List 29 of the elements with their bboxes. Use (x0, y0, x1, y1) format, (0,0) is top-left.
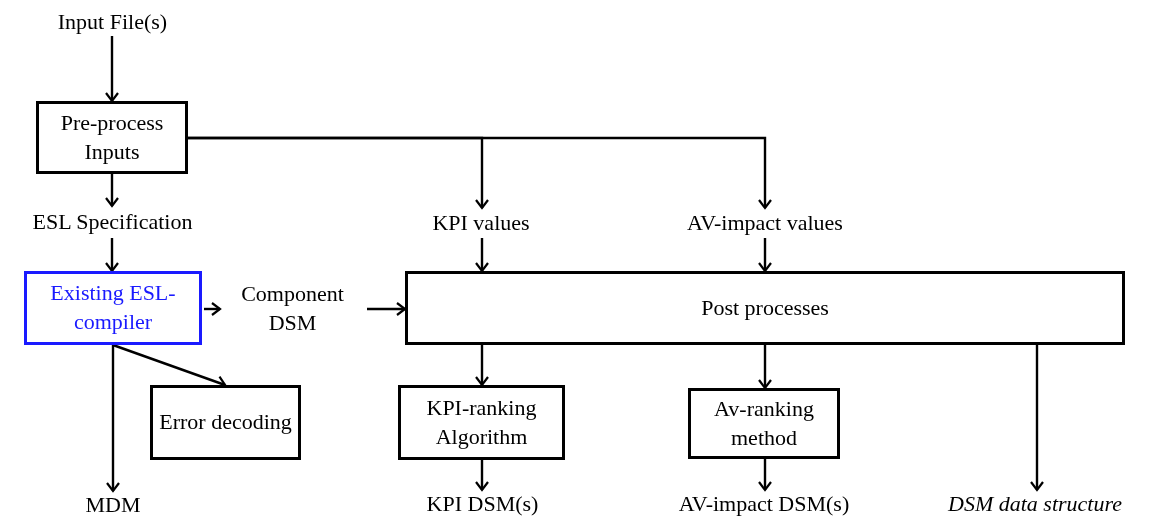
arrow (104, 174, 120, 208)
arrow (757, 459, 773, 492)
text-label: Component DSM (220, 278, 365, 340)
process-box: KPI-ranking Algorithm (398, 385, 565, 460)
arrow (757, 345, 773, 390)
text-label: MDM (70, 491, 156, 519)
text-label: KPI values (410, 208, 552, 238)
text-label: DSM data structure (915, 490, 1155, 518)
text-label: Input File(s) (30, 8, 195, 36)
arrow (474, 345, 490, 387)
arrow (757, 238, 773, 273)
text-label: AV-impact values (655, 208, 875, 238)
text-label: AV-impact DSM(s) (640, 490, 888, 518)
process-box: Pre-process Inputs (36, 101, 188, 174)
arrow (1029, 345, 1045, 492)
text-label: ESL Specification (5, 206, 220, 238)
arrow (105, 345, 121, 493)
arrow (367, 301, 407, 317)
arrow (204, 301, 222, 317)
arrow (104, 36, 120, 103)
text-label: KPI DSM(s) (395, 490, 570, 518)
arrow (474, 460, 490, 492)
arrow (188, 136, 773, 210)
process-box: Existing ESL-compiler (24, 271, 202, 345)
process-box: Error decoding (150, 385, 301, 460)
arrow (474, 238, 490, 273)
process-box: Av-ranking method (688, 388, 840, 459)
arrow (104, 238, 120, 273)
process-box: Post processes (405, 271, 1125, 345)
